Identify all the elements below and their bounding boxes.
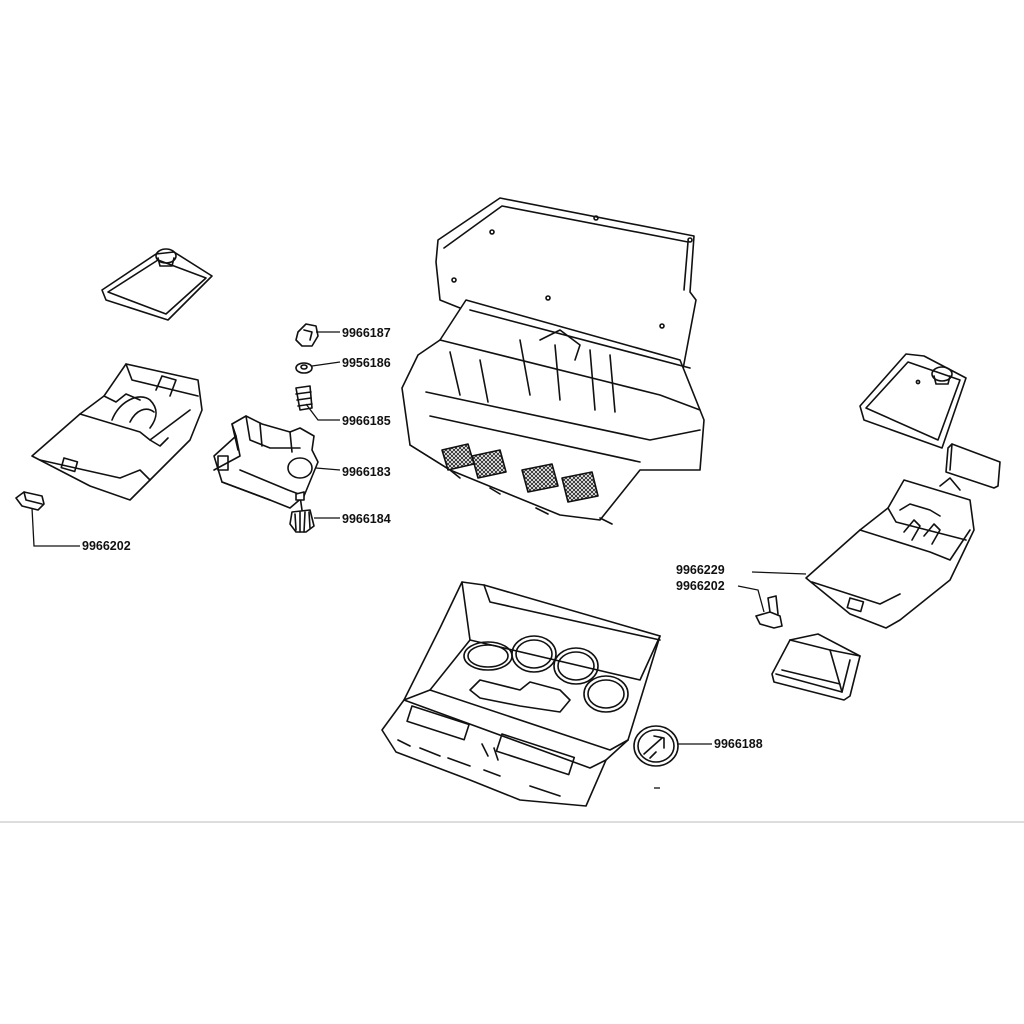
right-filter-pad [945,443,1001,489]
right-housing [805,477,975,629]
upper-lid-panel [435,197,697,389]
right-pocket-tray [771,633,861,701]
washer-9956186 [295,362,313,374]
adjuster-9966184 [289,491,315,533]
right-clip-9966202 [755,595,783,629]
leader-lines [31,331,807,745]
callout-9966202-left: 9966202 [82,539,131,553]
callout-9966187: 9966187 [342,326,391,340]
lower-vent-tray [381,581,661,807]
callout-9966229: 9966229 [676,563,725,577]
rotary-knob [633,725,679,767]
callout-9966202-right: 9966202 [676,579,725,593]
valve-body-9966183 [213,415,319,509]
callout-9966188: 9966188 [714,737,763,751]
spring-9966185 [295,385,313,411]
callout-labels: 9966187 9956186 9966185 9966183 9966184 … [82,326,763,751]
callout-9966184: 9966184 [342,512,391,526]
left-housing [31,363,203,501]
callout-9966185: 9966185 [342,414,391,428]
callout-9956186: 9956186 [342,356,391,370]
upper-housing-frame [401,299,705,525]
right-cover-plate [859,353,967,449]
left-clip-9966202 [15,491,45,511]
clip-9966187 [295,323,319,347]
left-cover-plate [101,248,213,321]
callout-9966183: 9966183 [342,465,391,479]
